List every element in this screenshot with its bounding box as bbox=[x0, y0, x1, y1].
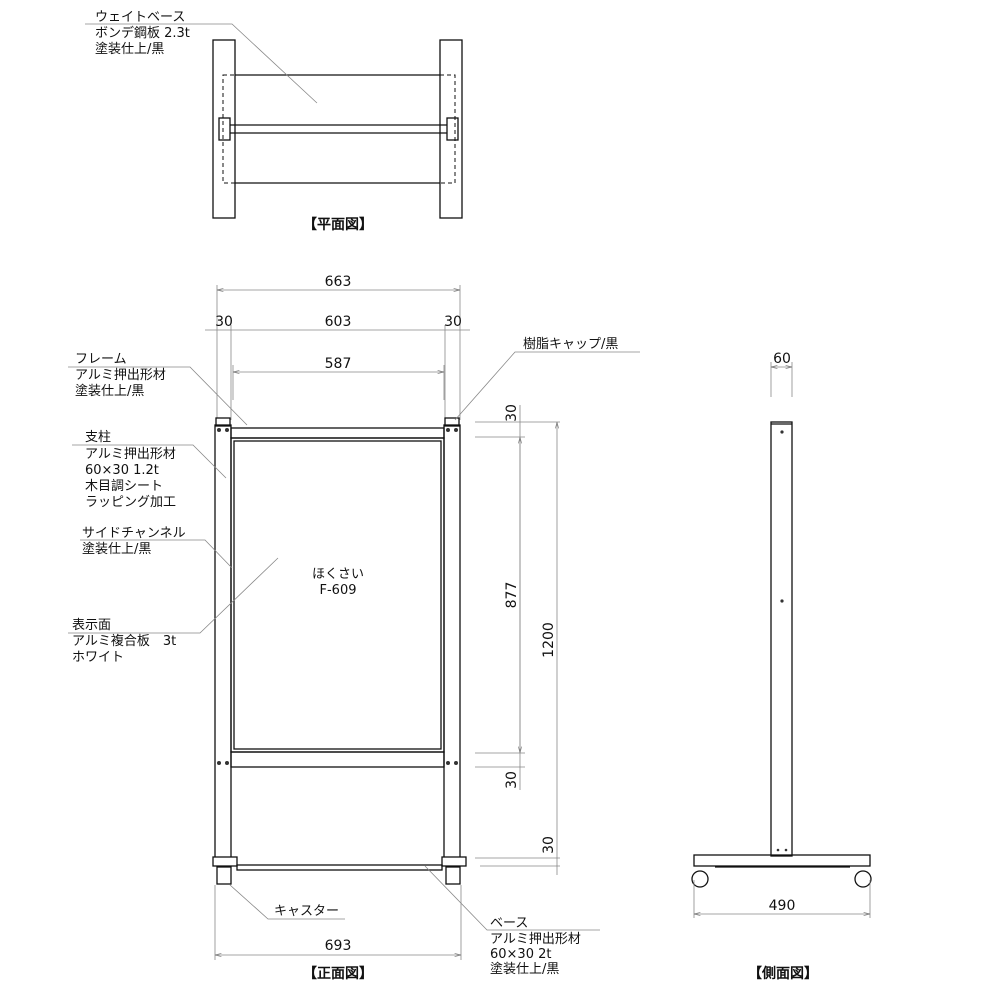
dim-30-base: 30 bbox=[541, 836, 557, 854]
plan-bracket-left bbox=[218, 117, 231, 141]
frame-label-1: フレーム bbox=[75, 352, 127, 367]
side-post bbox=[770, 421, 793, 857]
weight-base-label-3: 塗装仕上/黒 bbox=[95, 41, 164, 57]
frame-label-3: 塗装仕上/黒 bbox=[75, 383, 144, 399]
dim-30-left: 30 bbox=[215, 314, 233, 330]
front-view-title: 【正面図】 bbox=[303, 966, 373, 982]
display-label-1: 表示面 bbox=[72, 618, 111, 633]
product-name: ほくさい bbox=[312, 567, 364, 582]
side-view: 60 490 【側面図】 bbox=[691, 351, 872, 982]
dim-603: 603 bbox=[325, 314, 352, 330]
right-post bbox=[443, 424, 461, 859]
side-view-title: 【側面図】 bbox=[748, 965, 818, 982]
base-label-2: アルミ押出形材 bbox=[490, 932, 581, 947]
frame-label-2: アルミ押出形材 bbox=[75, 368, 166, 383]
front-view: 663 30 603 30 587 ほくさい F-609 30 877 1200… bbox=[68, 274, 640, 982]
post-label-5: ラッピング加工 bbox=[85, 495, 176, 510]
plan-view: ウェイトベース ボンデ鋼板 2.3t 塗装仕上/黒 【平面図】 bbox=[85, 10, 463, 233]
dim-877: 877 bbox=[504, 582, 520, 609]
base-pad-left bbox=[212, 856, 238, 867]
top-rail bbox=[230, 427, 445, 439]
left-post bbox=[214, 424, 232, 859]
middle-rail bbox=[230, 751, 445, 768]
dim-30-mid-rail: 30 bbox=[504, 771, 520, 789]
leader-weight-base bbox=[85, 23, 318, 104]
display-label-3: ホワイト bbox=[72, 650, 124, 665]
dim-30-right: 30 bbox=[444, 314, 462, 330]
dim-490: 490 bbox=[769, 898, 796, 914]
side-caster-right bbox=[854, 870, 872, 888]
weight-base-label-2: ボンデ鋼板 2.3t bbox=[95, 25, 190, 41]
post-label-2: アルミ押出形材 bbox=[85, 447, 176, 462]
display-label-2: アルミ複合板 3t bbox=[72, 633, 176, 649]
post-label-1: 支柱 bbox=[85, 430, 111, 445]
caster-right bbox=[445, 866, 461, 885]
caster-left bbox=[216, 866, 232, 885]
dim-663: 663 bbox=[325, 274, 352, 290]
base-bar bbox=[236, 864, 443, 871]
plan-bracket-right bbox=[446, 117, 459, 141]
weight-base-outline bbox=[222, 74, 456, 184]
base-label-1: ベース bbox=[490, 916, 528, 931]
plan-view-title: 【平面図】 bbox=[303, 217, 373, 233]
dim-587: 587 bbox=[325, 356, 352, 372]
base-label-4: 塗装仕上/黒 bbox=[490, 961, 559, 977]
cap-label: 樹脂キャップ/黒 bbox=[523, 337, 618, 352]
base-pad-right bbox=[441, 856, 467, 867]
post-label-4: 木目調シート bbox=[85, 479, 163, 494]
side-caster-left bbox=[691, 870, 709, 888]
dim-693: 693 bbox=[325, 938, 352, 954]
product-code: F-609 bbox=[320, 583, 357, 598]
post-label-3: 60×30 1.2t bbox=[85, 463, 159, 478]
side-base bbox=[693, 854, 871, 867]
side-channel-label-2: 塗装仕上/黒 bbox=[82, 541, 151, 557]
side-channel-label-1: サイドチャンネル bbox=[82, 526, 186, 541]
plan-right-post bbox=[439, 39, 463, 219]
dim-1200: 1200 bbox=[541, 622, 557, 658]
plan-left-post bbox=[212, 39, 236, 219]
weight-base-label-1: ウェイトベース bbox=[95, 10, 185, 25]
base-label-3: 60×30 2t bbox=[490, 947, 551, 962]
caster-label: キャスター bbox=[274, 904, 339, 919]
dim-30-top-rail: 30 bbox=[504, 404, 520, 422]
dim-60: 60 bbox=[773, 351, 791, 367]
